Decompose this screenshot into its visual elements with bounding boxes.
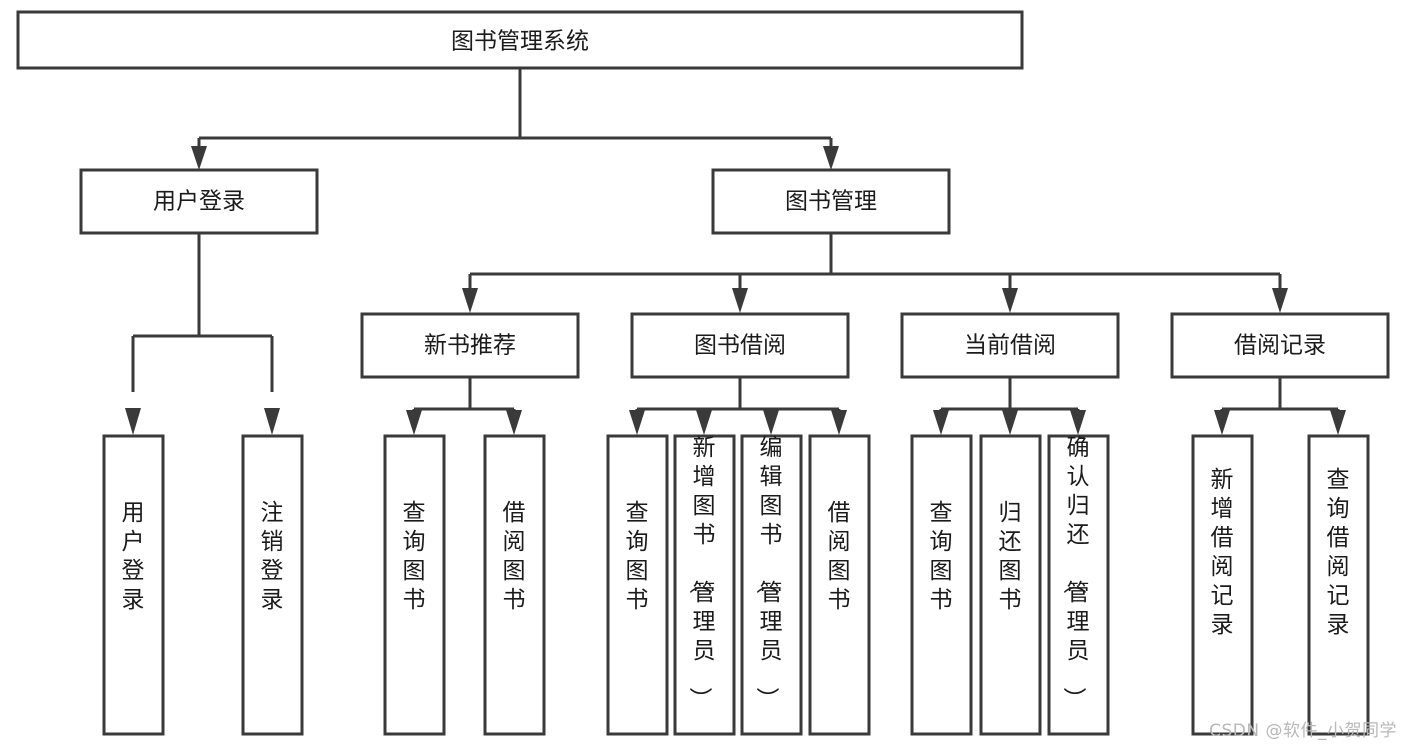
leaf-node-label: 查询借阅记录: [1327, 467, 1350, 638]
leaf-node[interactable]: 借阅图书: [483, 434, 546, 736]
arrow-head-icon: [933, 410, 949, 435]
node-borrow-record[interactable]: 借阅记录: [1170, 312, 1390, 379]
arrow-head-icon: [732, 288, 748, 313]
leaf-node-label: 用户登录: [122, 500, 145, 613]
arrow-head-icon: [1002, 410, 1018, 435]
arrow-head-icon: [191, 146, 207, 170]
node-book-management[interactable]: 图书管理: [711, 168, 951, 235]
leaf-node[interactable]: 查询图书: [383, 434, 446, 736]
node-borrow-record-label: 借阅记录: [1234, 333, 1326, 359]
node-book-borrow-label: 图书借阅: [694, 333, 786, 359]
arrow-head-icon: [1002, 288, 1018, 313]
leaf-node[interactable]: 新增借阅记录: [1191, 434, 1254, 736]
node-book-management-label: 图书管理: [785, 189, 877, 215]
leaf-group-user-login: 用户登录 注销登录: [102, 434, 304, 736]
leaf-node-label: 借阅图书: [503, 500, 526, 613]
leaf-node-label: 查询图书: [930, 500, 953, 613]
arrow-head-icon: [1070, 410, 1086, 435]
connector-root-to-level2: [191, 68, 839, 170]
leaf-group-borrow-record: 新增借阅记录 查询借阅记录: [1191, 434, 1370, 736]
node-user-login-label: 用户登录: [153, 189, 245, 215]
connector-new-book-to-leaves: [406, 377, 522, 435]
leaf-node[interactable]: 借阅图书: [808, 434, 871, 736]
node-user-login[interactable]: 用户登录: [79, 168, 319, 235]
leaf-node-label: 新增借阅记录: [1211, 467, 1234, 638]
leaf-node[interactable]: 新增图书（管理员）: [673, 434, 736, 736]
leaf-node-label: 归还图书: [999, 500, 1022, 613]
leaf-node-label: 借阅图书: [828, 500, 851, 613]
leaf-node[interactable]: 查询借阅记录: [1307, 434, 1370, 736]
arrow-head-icon: [125, 408, 141, 435]
leaf-group-book-borrow: 查询图书 新增图书（管理员） 编辑图书（管理员） 借阅图书: [606, 434, 871, 736]
leaf-node[interactable]: 注销登录: [241, 434, 304, 736]
leaf-node-label: 查询图书: [403, 500, 426, 613]
leaf-node-label: 确认归还（管理员）: [1061, 435, 1090, 710]
leaf-group-current-borrow: 查询图书 归还图书 确认归还（管理员）: [910, 434, 1110, 736]
leaf-node[interactable]: 编辑图书（管理员）: [740, 434, 803, 736]
arrow-head-icon: [696, 410, 712, 435]
node-current-borrow-label: 当前借阅: [964, 333, 1056, 359]
leaf-node[interactable]: 确认归还（管理员）: [1047, 434, 1110, 736]
arrow-head-icon: [763, 410, 779, 435]
csdn-watermark: CSDN @软件_小贺同学: [1209, 721, 1397, 741]
arrow-head-icon: [1330, 410, 1346, 435]
connector-book-mgmt-to-level3: [462, 233, 1288, 313]
node-book-borrow[interactable]: 图书借阅: [630, 312, 850, 379]
node-new-book-recommend-label: 新书推荐: [424, 333, 516, 359]
arrow-head-icon: [264, 408, 280, 435]
node-current-borrow[interactable]: 当前借阅: [900, 312, 1120, 379]
leaf-node-label: 注销登录: [261, 500, 284, 613]
connector-current-borrow-to-leaves: [933, 377, 1086, 435]
leaf-group-new-book-recommend: 查询图书 借阅图书: [383, 434, 546, 736]
node-root-label: 图书管理系统: [451, 29, 589, 55]
arrow-head-icon: [462, 288, 478, 313]
node-new-book-recommend[interactable]: 新书推荐: [360, 312, 580, 379]
connector-user-login-to-leaves: [125, 233, 280, 435]
arrow-head-icon: [506, 410, 522, 435]
leaf-node[interactable]: 查询图书: [606, 434, 669, 736]
arrow-head-icon: [1272, 288, 1288, 313]
leaf-node-label: 新增图书（管理员）: [687, 435, 716, 710]
arrow-head-icon: [823, 146, 839, 170]
arrow-head-icon: [406, 410, 422, 435]
arrow-head-icon: [1214, 410, 1230, 435]
arrow-head-icon: [629, 410, 645, 435]
arrow-head-icon: [831, 410, 847, 435]
connector-borrow-record-to-leaves: [1214, 377, 1346, 435]
leaf-node[interactable]: 查询图书: [910, 434, 973, 736]
leaf-node[interactable]: 归还图书: [979, 434, 1042, 736]
connector-book-borrow-to-leaves: [629, 377, 847, 435]
leaf-node[interactable]: 用户登录: [102, 434, 165, 736]
node-root[interactable]: 图书管理系统: [16, 10, 1024, 70]
leaf-node-label: 编辑图书（管理员）: [754, 435, 783, 710]
leaf-node-label: 查询图书: [626, 500, 649, 613]
